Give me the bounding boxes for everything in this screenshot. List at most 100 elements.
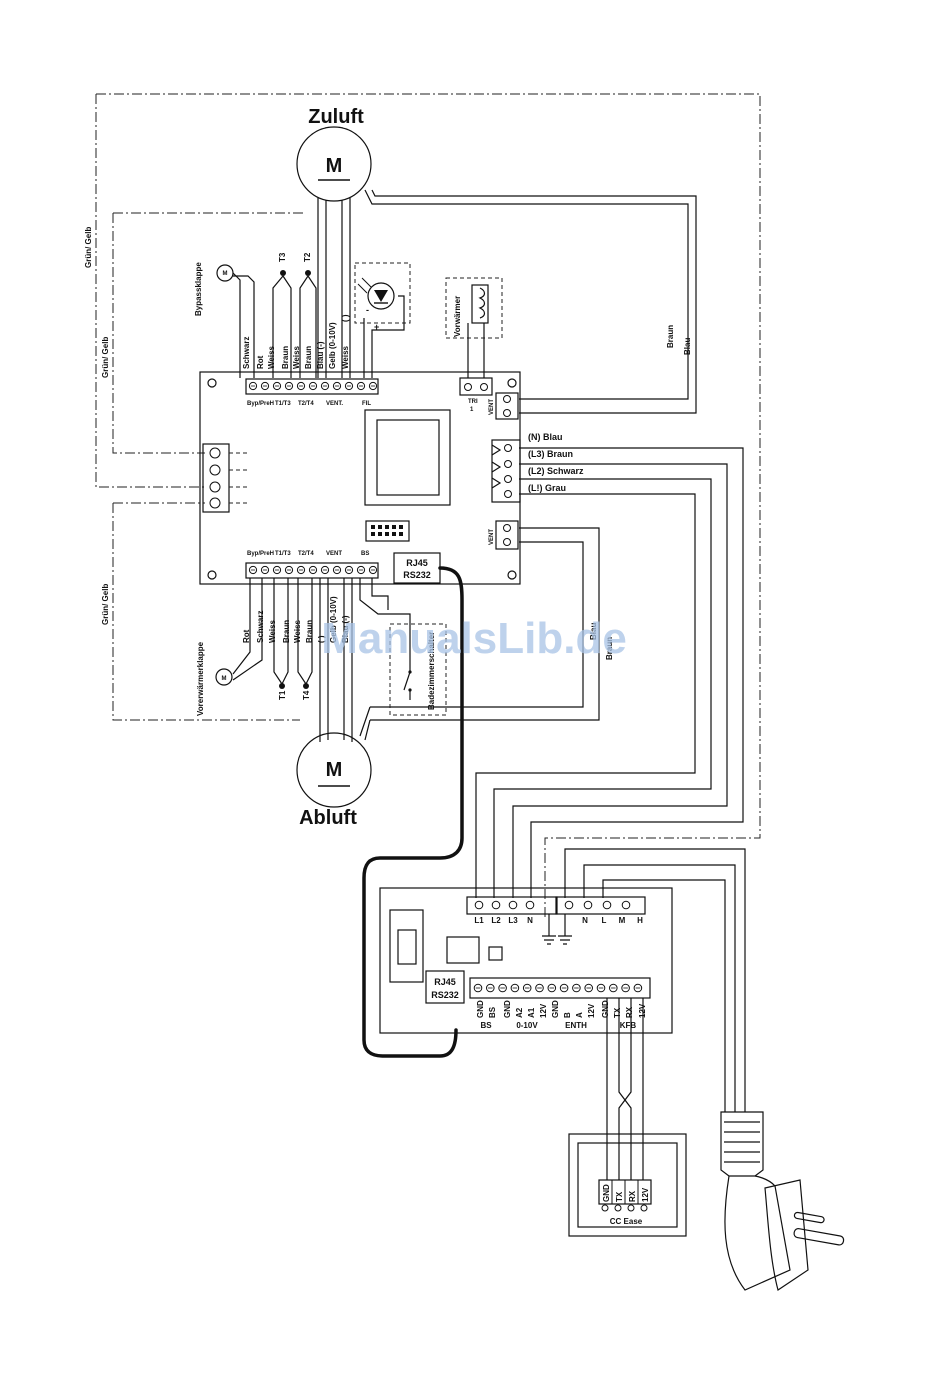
sensor-t4 [303, 683, 309, 689]
lower-top-terminal-screw-2 [491, 900, 501, 910]
bypass-flap-motor: M [216, 264, 255, 378]
group-label-bs: BS [480, 1021, 492, 1030]
top-wire-labels: Schwarz Rot Weiss Braun Weiss Braun Blau… [242, 314, 350, 369]
bottom-wire-label-4: Braun [282, 620, 291, 643]
rj45-lower [425, 970, 465, 1004]
bottom-wire-label-6: Braun [305, 620, 314, 643]
rs232-cable [362, 566, 464, 1058]
top-terminal-label-3: T2/T4 [298, 401, 314, 407]
top-terminal-label-2: T1/T3 [275, 401, 291, 407]
sensor-t3 [272, 270, 292, 378]
power-label-l1: (L!) Grau [528, 483, 566, 493]
power-wires [370, 447, 744, 898]
lower-terminal-label-2: BS [488, 1006, 497, 1018]
top-wire-label-2: Rot [256, 355, 265, 369]
lower-terminal-label-6: 12V [539, 1003, 548, 1018]
vent-label-bottom: VENT [489, 529, 495, 545]
cc-ease-terminal-12v: 12V [641, 1187, 650, 1202]
bottom-wire-label-8: Gelb (0-10V) [329, 596, 338, 643]
rj45-lower-label: RJ45 [434, 977, 456, 987]
lower-terminal-label-12: TX [613, 1007, 622, 1018]
lower-top-terminal-screw-6 [583, 900, 593, 910]
earth-label-2: Grün/ Gelb [101, 337, 110, 378]
cc-ease-terminal-gnd: GND [602, 1184, 611, 1202]
rj45-main-label: RJ45 [406, 558, 428, 568]
exhaust-motor-symbol: M [326, 759, 343, 781]
power-connector [491, 439, 521, 503]
bottom-wire-label-5: Weiss [293, 619, 302, 643]
lower-top-terminal-screw-1 [474, 900, 484, 910]
lower-fan-n: N [582, 916, 588, 925]
power-label-l3: (L3) Braun [528, 449, 573, 459]
preheater-flap-label: Vorerwärmerklappe [196, 641, 205, 716]
group-label-enth: ENTH [565, 1021, 587, 1030]
sensor-t4-label: T4 [302, 690, 311, 700]
top-wire-label-3: Weiss [267, 345, 276, 369]
lower-terminal-label-13: RX [625, 1006, 634, 1018]
bypass-label: Bypassklappe [194, 262, 203, 316]
earth-wire-loops [95, 93, 761, 920]
power-plug-icon [720, 1111, 845, 1291]
lower-terminal-label-3: GND [503, 1000, 512, 1018]
fan-wires [564, 848, 746, 1112]
filter-minus: - [366, 305, 369, 315]
vent-label-top: VENT [489, 399, 495, 415]
cable-label-mid-blau: Blau [589, 623, 598, 640]
bottom-terminal-label-2: T1/T3 [275, 551, 291, 557]
rs232-lower-label: RS232 [431, 990, 459, 1000]
lower-top-terminal-screw-8 [621, 900, 631, 910]
earth-label-3: Grün/ Gelb [101, 584, 110, 625]
lower-power-l3: L3 [508, 916, 518, 925]
top-wire-label-9: Weiss [341, 345, 350, 369]
exhaust-motor: M [296, 706, 372, 808]
bottom-terminal-label-4: VENT [326, 551, 342, 557]
vent-connector-bottom [495, 520, 519, 550]
lower-terminal-label-4: A2 [515, 1007, 524, 1018]
group-label-0-10v: 0-10V [516, 1021, 538, 1030]
bottom-wire-labels: Rot Schwarz Weiss Braun Weiss Braun ( ) … [242, 596, 350, 643]
top-wire-label-8: Gelb (0-10V) [328, 322, 337, 369]
bottom-wire-label-7: ( ) [317, 635, 326, 643]
bathroom-switch [389, 623, 447, 716]
bottom-wire-label-2: Schwarz [256, 611, 265, 643]
lower-power-n: N [527, 916, 533, 925]
lower-top-terminal-screw-5 [564, 900, 574, 910]
bottom-terminal-label-3: T2/T4 [298, 551, 314, 557]
lower-power-l1: L1 [474, 916, 484, 925]
preheater-element [445, 277, 503, 378]
top-wire-label-10: ( ) [341, 314, 350, 322]
sensor-t2 [299, 270, 317, 378]
lower-terminal-label-10: 12V [587, 1003, 596, 1018]
filter-sensor [354, 262, 411, 378]
top-wire-label-7: Blau (-) [316, 341, 325, 369]
kfb-wires [606, 998, 644, 1180]
supply-motor-wires [317, 189, 697, 414]
bottom-terminal-strip [245, 562, 379, 579]
cable-label-top-braun: Braun [666, 325, 675, 348]
lower-terminal-label-9: A [575, 1012, 584, 1018]
cable-label-mid-braun: Braun [605, 637, 614, 660]
supply-motor-symbol: M [326, 155, 343, 177]
vent-connector-top [495, 392, 519, 420]
tri-label: TRI [468, 399, 478, 405]
sensor-t1-label: T1 [278, 690, 287, 700]
bottom-wires [232, 578, 411, 742]
cc-ease-panel [568, 1133, 687, 1237]
earth-label-1: Grün/ Gelb [84, 227, 93, 268]
tri-number: 1 [470, 407, 474, 413]
top-wire-label-4: Braun [281, 346, 290, 369]
supply-motor: M [296, 126, 372, 202]
sensor-t2-label: T2 [303, 252, 312, 262]
bypass-motor-symbol: M [223, 271, 228, 277]
preheater-flap-motor: M [215, 668, 233, 686]
top-wire-label-1: Schwarz [242, 337, 251, 369]
top-terminal-label-1: Byp/PreH [247, 401, 274, 407]
lower-terminal-labels: GND BS GND A2 A1 12V GND B A 12V GND TX … [476, 1000, 647, 1018]
lower-terminal-label-1: GND [476, 1000, 485, 1018]
power-label-n: (N) Blau [528, 432, 563, 442]
sensor-t1 [279, 683, 285, 689]
top-wire-label-6: Braun [304, 346, 313, 369]
watermark: ManualsLib.de [321, 614, 627, 663]
lower-terminal-label-5: A1 [527, 1007, 536, 1018]
